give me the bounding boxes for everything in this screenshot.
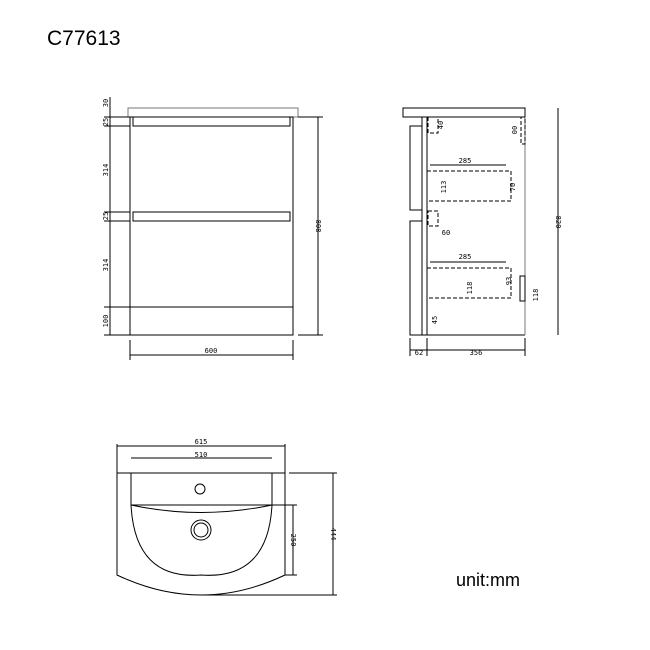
dim-drawer-inner-top: 113 — [440, 181, 448, 194]
cabinet-body — [129, 116, 294, 336]
dim-drawer-depth-top: 285 — [459, 157, 472, 165]
dim-top-offset: 40 — [437, 121, 445, 129]
dim-drawer-bottom: 314 — [102, 259, 110, 272]
dim-bowl-width: 510 — [195, 451, 208, 459]
dim-bowl-depth: 250 — [289, 534, 297, 547]
dim-height: 808 — [314, 220, 322, 233]
bowl-outline — [130, 504, 273, 576]
basin-outline — [116, 472, 286, 596]
basin-view: 615 510 250 444 — [116, 438, 337, 596]
drawer-outline-top — [426, 170, 512, 202]
dim-drawer-top: 314 — [102, 164, 110, 177]
dim-basin-width: 615 — [195, 438, 208, 446]
drawer-front-bottom — [409, 220, 423, 336]
dim-body-depth: 356 — [470, 349, 483, 357]
dim-rail-top: 25 — [102, 118, 110, 126]
drain-inner — [193, 522, 209, 538]
dim-drawer-side-bottom: 93 — [505, 277, 513, 285]
dim-side-height: 820 — [554, 216, 562, 229]
dim-drawer-side-top: 70 — [509, 183, 517, 191]
dim-back-offset: 00 — [511, 126, 519, 134]
drawer-outline-bottom — [426, 267, 512, 299]
drawer-front-top — [409, 125, 423, 211]
dim-plinth-offset: 45 — [431, 316, 439, 324]
dim-rail-mid: 25 — [102, 212, 110, 220]
dim-basin-depth: 444 — [329, 528, 337, 541]
top-rail — [132, 116, 291, 127]
side-view: 40 00 285 113 70 60 285 118 93 118 45 82… — [402, 107, 562, 357]
dim-leg: 118 — [532, 289, 540, 302]
model-number: C77613 — [47, 27, 121, 50]
drain-outer — [190, 519, 212, 541]
dim-width: 600 — [205, 347, 218, 355]
dim-top-thickness: 30 — [102, 99, 110, 107]
countertop — [127, 107, 299, 118]
dim-drawer-depth-bottom: 285 — [459, 253, 472, 261]
dim-plinth: 100 — [102, 315, 110, 328]
tap-hole — [194, 483, 206, 495]
dim-drawer-inner-bottom: 118 — [466, 282, 474, 295]
front-view: 30 25 314 25 314 100 808 600 — [102, 97, 323, 360]
dim-front-depth: 62 — [415, 349, 423, 357]
side-countertop — [402, 107, 526, 118]
dim-handle: 60 — [442, 229, 450, 237]
middle-rail — [132, 211, 291, 222]
unit-label: unit:mm — [456, 570, 521, 590]
